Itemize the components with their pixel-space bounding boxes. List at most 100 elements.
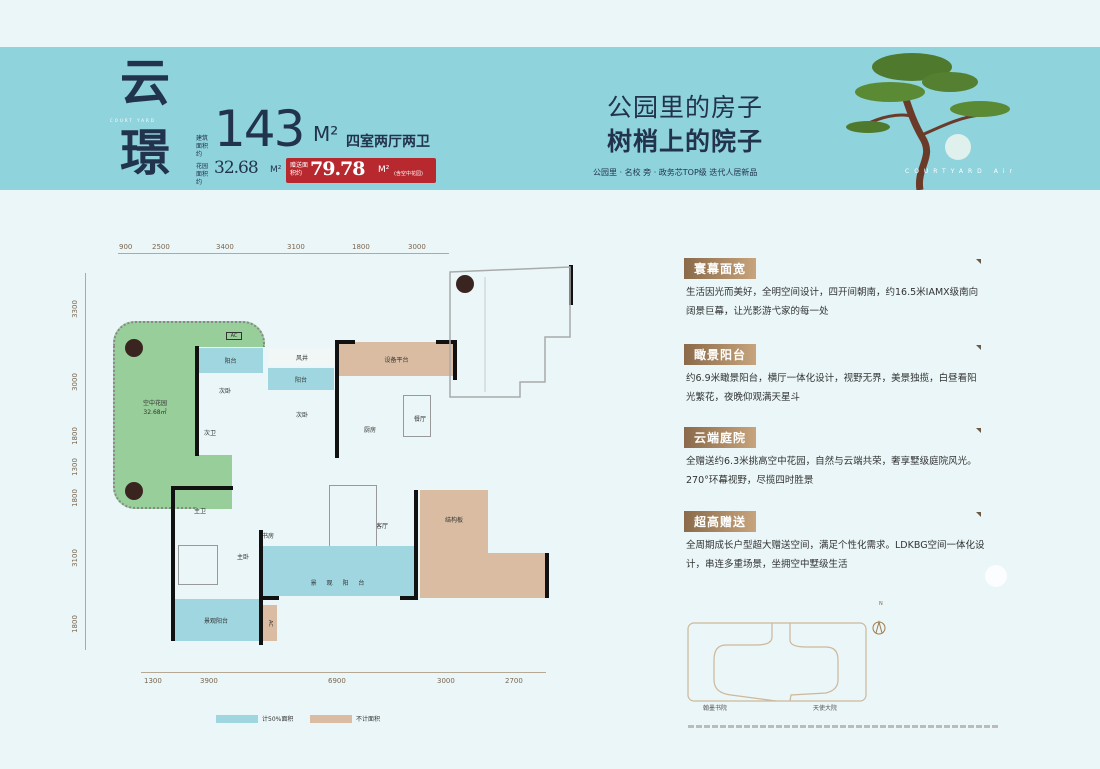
garden-extension [196, 455, 232, 509]
ac-unit: AC [226, 332, 242, 340]
area-unit: M² [313, 122, 339, 146]
legend-label: 计50%面积 [262, 716, 294, 723]
room-shaft: 风井 [268, 348, 336, 366]
corner-mark [976, 259, 981, 264]
dim-top: 2500 [152, 243, 170, 251]
wall [259, 596, 279, 600]
room-study: 书房 [261, 533, 274, 540]
wall [436, 340, 456, 344]
garden-area [113, 345, 197, 509]
feature-body: 全赠送约6.3米挑高空中花园，自然与云端共荣，奢享墅级庭院风光。270°环幕视野… [686, 456, 977, 486]
wall [259, 530, 263, 645]
wall [414, 490, 418, 600]
room-dining: 餐厅 [413, 416, 426, 423]
room-garden: 空中花园 32.68㎡ [130, 398, 180, 416]
site-map [687, 620, 886, 702]
dim-left: 1800 [70, 427, 79, 445]
wall [171, 486, 175, 641]
room-kitchen: 厨房 [363, 427, 376, 434]
decorative-circle [985, 565, 1007, 587]
room-bath-2: 次卫 [203, 430, 216, 437]
dim-left: 3100 [70, 549, 79, 567]
gift-area-badge: 赠送面积约 79.78 M² (含空中花园) [286, 158, 436, 183]
feature-title: 寰幕面宽 [684, 258, 756, 279]
gift-label: 赠送面积约 [290, 162, 309, 177]
room-structure-slab: 结构板 [420, 490, 488, 598]
room-label: 空中花园 [142, 400, 167, 407]
area-label: 建筑面积约 [196, 135, 209, 158]
legend-swatch-blue [216, 715, 258, 723]
dim-left: 1800 [70, 489, 79, 507]
feature-title: 超高赠送 [684, 511, 756, 532]
bed [178, 545, 218, 585]
dim-line-bottom [141, 672, 546, 673]
wall [400, 596, 418, 600]
wall [335, 340, 355, 344]
dim-bottom: 6900 [328, 677, 346, 685]
tagline: 公园里 · 名校 旁 · 政务芯TOP级 迭代人居新品 [593, 168, 758, 177]
room-area: 32.68㎡ [143, 409, 167, 416]
dim-left: 3000 [70, 373, 79, 391]
wall [335, 340, 339, 458]
courtyard-logo: COURTYARD Air [905, 168, 1017, 175]
dim-left: 1300 [70, 458, 79, 476]
garden-label: 花园面积约 [196, 163, 209, 186]
corner-mark [976, 428, 981, 433]
feature-title: 云端庭院 [684, 427, 756, 448]
north-label: N [879, 601, 883, 607]
feature-body: 全周期成长户型超大赠送空间，满足个性化需求。LDKBG空间一体化设计，串连多重场… [686, 540, 985, 570]
wall [171, 486, 233, 490]
terrace-outline [449, 266, 571, 398]
wall [195, 346, 199, 456]
brand-logo: COURT YARD [110, 118, 156, 123]
legend-label: 不计面积 [356, 716, 381, 723]
disclaimer-fine-print [688, 725, 1000, 728]
ac-unit: AC [263, 605, 277, 641]
feature-body: 约6.9米瞰景阳台，横厅一体化设计，视野无界，美景独揽，白昼看阳光繁花，夜晚仰观… [686, 373, 977, 403]
dim-top: 1800 [352, 243, 370, 251]
project-name-char-1: 云 [120, 54, 170, 112]
room-view-balcony: 景 观 阳 台 [263, 546, 416, 596]
dim-line-left [85, 273, 86, 650]
dim-line-top [118, 253, 449, 254]
column [125, 339, 143, 357]
slogan-line-2: 树梢上的院子 [607, 127, 764, 156]
garden-unit: M² [270, 165, 282, 175]
corner-mark [976, 345, 981, 350]
dim-bottom: 2700 [505, 677, 523, 685]
gift-note: (含空中花园) [394, 171, 423, 177]
dim-bottom: 3000 [437, 677, 455, 685]
garden-value: 32.68 [214, 158, 259, 178]
wall [453, 340, 457, 380]
gift-value: 79.78 [310, 158, 365, 180]
gift-unit: M² [378, 165, 390, 175]
dining-table [403, 395, 431, 437]
dim-top: 3400 [216, 243, 234, 251]
area-value: 143 [214, 100, 305, 158]
dim-left: 1800 [70, 615, 79, 633]
room-bedroom-1: 次卧 [218, 388, 231, 395]
slogan-line-1: 公园里的房子 [607, 93, 764, 122]
site-label-left: 翰墨书院 [703, 705, 728, 712]
site-label-right: 天使大院 [813, 705, 838, 712]
wall [545, 553, 549, 598]
room-equipment-platform: 设备平台 [338, 342, 455, 376]
feature-title: 瞰景阳台 [684, 344, 756, 365]
feature-body: 生活因光而美好，全明空间设计，四开间朝南，约16.5米IAMX级南向阔景巨幕，让… [686, 287, 979, 317]
wall [569, 265, 573, 305]
dim-bottom: 3900 [200, 677, 218, 685]
legend-swatch-tan [310, 715, 352, 723]
room-bedroom-2: 次卧 [295, 412, 308, 419]
dim-left: 3300 [70, 300, 79, 318]
room-balcony-1: 阳台 [198, 348, 263, 373]
room-balcony-2: 阳台 [268, 368, 334, 390]
room-master-bath: 主卫 [193, 508, 206, 515]
dim-top: 900 [119, 243, 133, 251]
structure-slab-extension [487, 553, 545, 598]
dim-top: 3000 [408, 243, 426, 251]
room-master-bedroom: 主卧 [236, 554, 249, 561]
sofa [329, 485, 377, 547]
room-living: 客厅 [375, 523, 388, 530]
room-view-balcony-2: 景观阳台 [172, 599, 260, 641]
dim-bottom: 1300 [144, 677, 162, 685]
